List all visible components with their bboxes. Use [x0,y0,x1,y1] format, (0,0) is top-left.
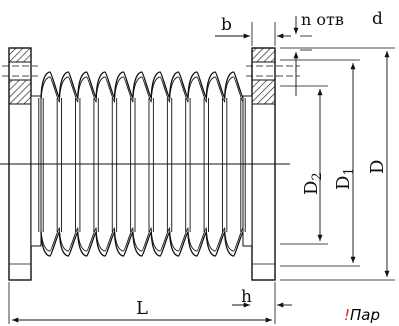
bellows-bottom-inner-profile [40,227,244,252]
label-D2: D2 [301,172,325,195]
label-D1: D1 [333,167,357,190]
bellows-top-outer-profile [40,71,244,99]
label-n-holes: n отв [301,10,344,29]
label-d: d [372,9,383,29]
note-text: Пар [350,306,381,324]
dimension-labels: b n отв d L h D2 D1 D [136,9,388,319]
label-h: h [241,287,252,307]
bellows-corrugations [38,71,246,257]
inner-sleeves [30,95,253,247]
note-mark: ! [344,306,351,324]
note-link[interactable]: !Пар [344,306,399,324]
label-D: D [367,160,388,174]
label-L: L [136,298,148,319]
label-b: b [221,15,232,35]
extension-lines [8,22,395,324]
bellows-bottom-outer-profile [40,231,244,257]
bellows-top-inner-profile [40,76,244,103]
dimension-lines [12,16,390,323]
